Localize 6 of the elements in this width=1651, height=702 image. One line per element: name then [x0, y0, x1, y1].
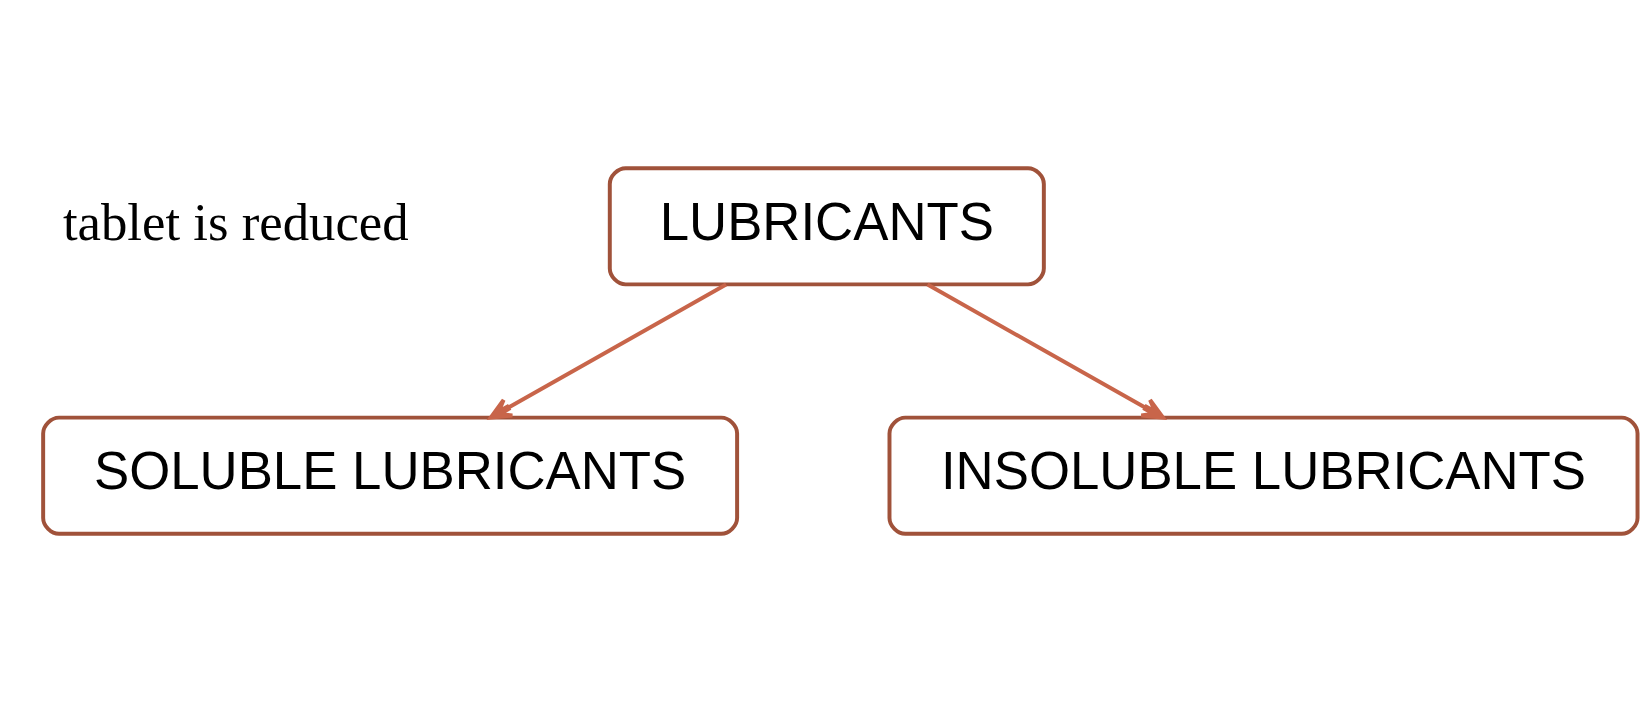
node-box: LUBRICANTS — [607, 166, 1046, 287]
arrow — [926, 282, 1165, 420]
label: tablet is reduced — [62, 192, 409, 251]
node-box: INSOLUBLE LUBRICANTS — [887, 415, 1640, 536]
arrow — [488, 282, 728, 420]
node-box: SOLUBLE LUBRICANTS — [41, 415, 740, 536]
